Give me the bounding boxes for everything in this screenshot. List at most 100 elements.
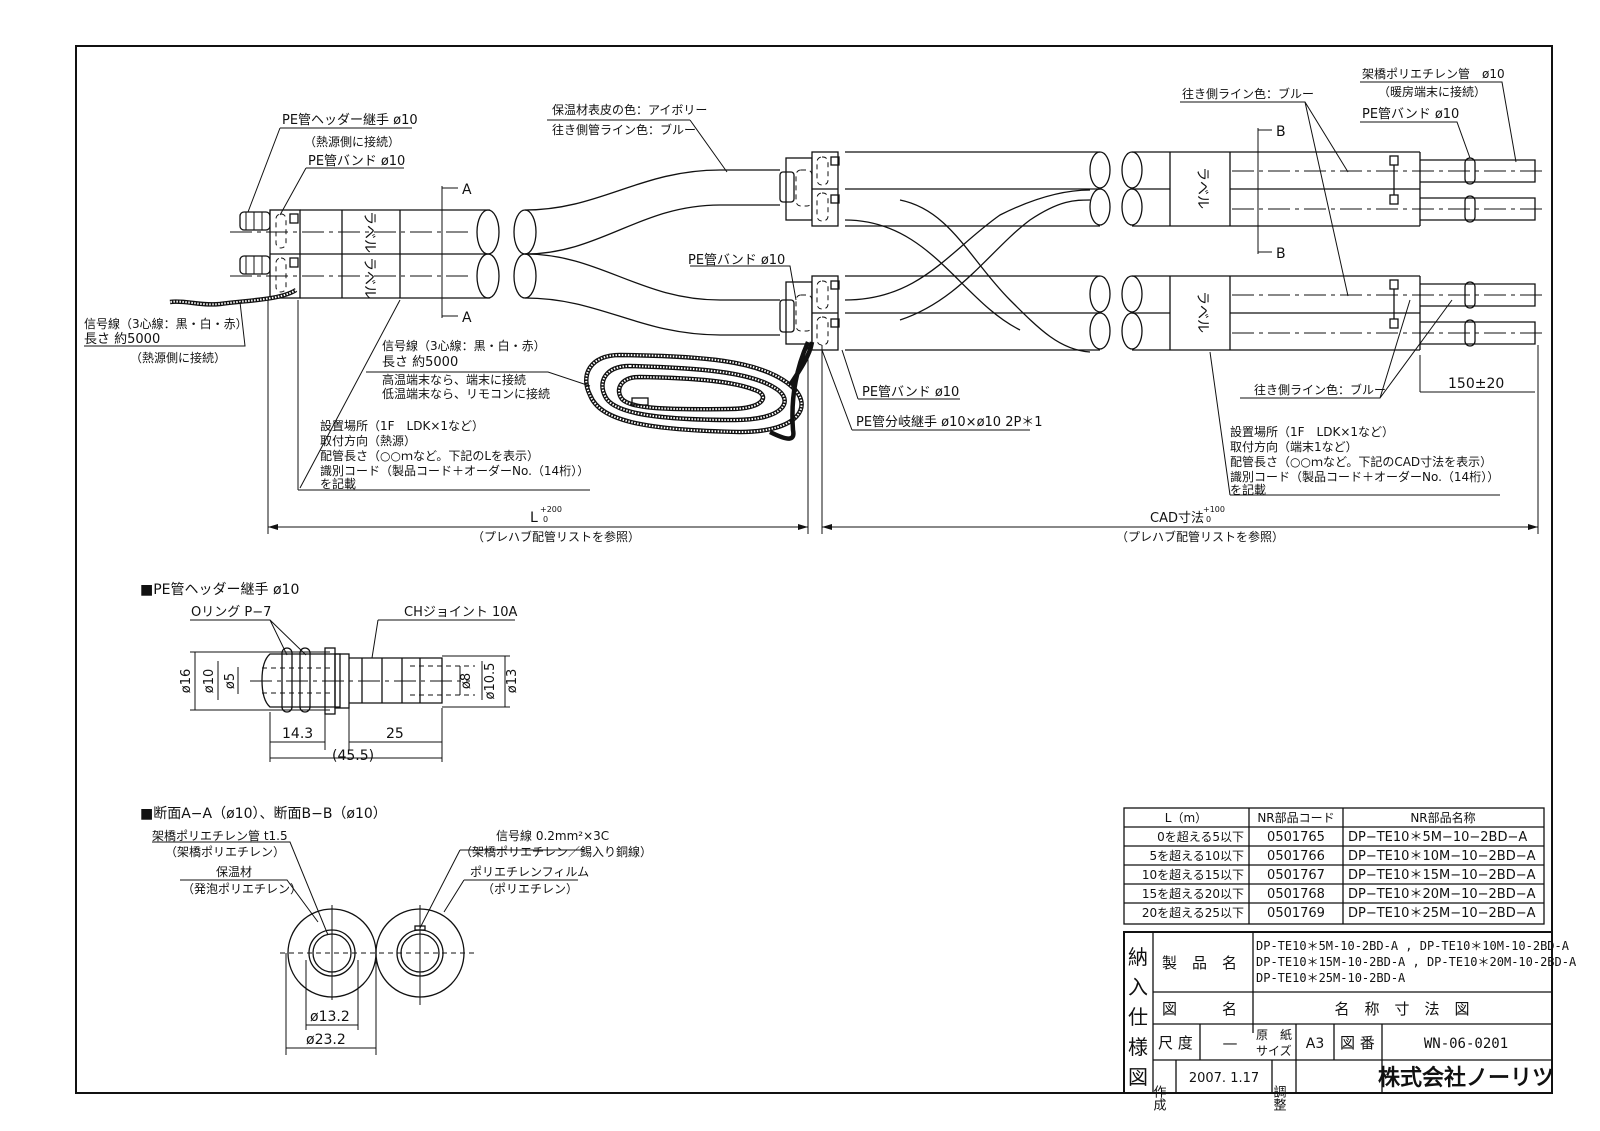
dim-d13: ø13: [505, 669, 520, 694]
svg-text:0501768: 0501768: [1267, 887, 1325, 902]
product-name-line1: DP-TE10＊5M-10-2BD-A , DP-TE10＊10M-10-2BD…: [1256, 939, 1570, 953]
middle-signal-wire-line2: 長さ 約5000: [382, 355, 458, 370]
dim-d16: ø16: [179, 669, 194, 694]
created-label: 作成: [1151, 1085, 1167, 1112]
middle-signal-note1: 高温端末なら、端末に接続: [382, 372, 526, 387]
company-name: 株式会社ノーリツ: [1378, 1065, 1554, 1091]
parts-table-header-row: L（m） NR部品コード NR部品名称: [1165, 810, 1476, 825]
dim-d10-5: ø10.5: [483, 663, 498, 700]
paper-size: A3: [1306, 1036, 1324, 1052]
table-row: 10を超える15以下 0501767 DP−TE10＊15M−10−2BD−A: [1142, 867, 1536, 883]
right-pe-pipe-note: （暖房端末に接続）: [1378, 84, 1486, 99]
dim-d23-2: ø23.2: [306, 1032, 346, 1048]
product-name-line3: DP-TE10＊25M-10-2BD-A: [1256, 971, 1406, 985]
svg-text:DP−TE10＊20M−10−2BD−A: DP−TE10＊20M−10−2BD−A: [1348, 887, 1536, 902]
branch-joint-label: PE管分岐継手 ø10×ø10 2P＊1: [856, 415, 1043, 430]
signal-wire-section-label1: 信号線 0.2mm²×3C: [496, 828, 609, 843]
table-row: 5を超える10以下 0501766 DP−TE10＊10M−10−2BD−A: [1149, 848, 1535, 864]
coiled-signal-wire: [584, 341, 815, 441]
right-label-text-top: ラベル: [1194, 167, 1210, 209]
dim-l-tol-lower: 0: [543, 515, 548, 524]
left-header-joint-note: （熱源側に接続）: [304, 134, 400, 149]
header-joint-top: [239, 211, 271, 231]
dim-cad-tol-upper: +100: [1203, 505, 1225, 514]
svg-text:DP−TE10＊25M−10−2BD−A: DP−TE10＊25M−10−2BD−A: [1348, 906, 1536, 921]
dim-cad-tol-lower: 0: [1206, 515, 1211, 524]
svg-text:0を超える5以下: 0を超える5以下: [1157, 829, 1244, 844]
svg-text:10を超える15以下: 10を超える15以下: [1142, 867, 1244, 882]
paper-size-label1: 原 紙: [1256, 1027, 1292, 1042]
section-detail-title: ■断面A−A（ø10）、断面B−B（ø10）: [140, 806, 387, 822]
left-signal-wire-line2: 長さ 約5000: [84, 332, 160, 347]
svg-text:取付方向（熱源）: 取付方向（熱源）: [320, 433, 416, 448]
dim-cad-note: （プレハブ配管リストを参照）: [1116, 529, 1284, 544]
dim-45-5: (45.5): [332, 748, 374, 764]
adjusted-label: 調整: [1271, 1085, 1287, 1111]
band-buckle-icon: [289, 257, 299, 268]
right-band-label: PE管バンド ø10: [1362, 107, 1459, 122]
svg-text:設置場所（1F LDK×1など）: 設置場所（1F LDK×1など）: [1230, 424, 1394, 439]
header-joint-detail-drawing: [190, 619, 515, 762]
drawing-name: 名 称 寸 法 図: [1334, 1000, 1469, 1018]
film-label2: （ポリエチレン）: [482, 882, 578, 896]
svg-text:0501769: 0501769: [1267, 906, 1325, 921]
side-title-char: 納: [1128, 945, 1148, 969]
middle-signal-wire-line1: 信号線（3心線：黒・白・赤）: [382, 338, 546, 353]
middle-band-label: PE管バンド ø10: [688, 253, 785, 268]
section-detail-drawing: [152, 841, 585, 1055]
svg-text:配管長さ（○○ｍなど。下記のLを表示）: 配管長さ（○○ｍなど。下記のLを表示）: [320, 448, 539, 463]
dim-14-3: 14.3: [282, 726, 313, 742]
dim-d8: ø8: [459, 673, 474, 689]
svg-text:DP−TE10＊10M−10−2BD−A: DP−TE10＊10M−10−2BD−A: [1348, 849, 1536, 864]
title-block: [1123, 931, 1553, 1094]
insulation-label1: 保温材: [216, 865, 252, 879]
svg-text:識別コード（製品コード＋オーダーNo.（14桁））: 識別コード（製品コード＋オーダーNo.（14桁））: [320, 463, 589, 478]
supply-line-color-label: 往き側管ライン色：ブルー: [552, 122, 696, 137]
right-end-assembly: ラベル ラベル B B: [1121, 81, 1545, 496]
ch-joint-label: CHジョイント 10A: [404, 605, 518, 620]
sheet-border: [75, 45, 1553, 1094]
side-title-char: 図: [1128, 1065, 1148, 1089]
scale-label: 尺 度: [1158, 1034, 1193, 1052]
o-ring-label: Oリング P−7: [191, 605, 271, 620]
section-a-bottom-mark: A: [462, 310, 472, 326]
tail-length-dim: 150±20: [1448, 376, 1504, 392]
table-row: 20を超える25以下 0501769 DP−TE10＊25M−10−2BD−A: [1142, 905, 1536, 921]
right-line-color-bottom: 往き側ライン色：ブルー: [1254, 382, 1386, 397]
svg-text:20を超える25以下: 20を超える25以下: [1142, 905, 1244, 920]
left-signal-wire-line1: 信号線（3心線：黒・白・赤）: [84, 316, 248, 331]
dim-l-note: （プレハブ配管リストを参照）: [472, 529, 640, 544]
right-label-info: 設置場所（1F LDK×1など） 取付方向（端末1など） 配管長さ（○○ｍなど。…: [1230, 424, 1499, 497]
parts-table: [1123, 807, 1545, 925]
svg-text:設置場所（1F LDK×1など）: 設置場所（1F LDK×1など）: [320, 418, 484, 433]
table-header-code: NR部品コード: [1257, 810, 1334, 825]
side-title-char: 様: [1128, 1035, 1148, 1059]
drawing-no-label: 図 番: [1340, 1034, 1375, 1052]
label-text-bottom: ラベル: [361, 257, 377, 299]
svg-text:識別コード（製品コード＋オーダーNo.（14桁））: 識別コード（製品コード＋オーダーNo.（14桁））: [1230, 469, 1499, 484]
right-label-text-bottom: ラベル: [1194, 291, 1210, 333]
header-joint-bottom: [239, 255, 271, 275]
created-date: 2007. 1.17: [1189, 1071, 1259, 1086]
right-pe-pipe-label: 架橋ポリエチレン管 ø10: [1362, 66, 1505, 81]
left-header-joint-label: PE管ヘッダー継手 ø10: [282, 113, 418, 128]
table-row: 0を超える5以下 0501765 DP−TE10＊5M−10−2BD−A: [1157, 829, 1527, 845]
svg-text:DP−TE10＊15M−10−2BD−A: DP−TE10＊15M−10−2BD−A: [1348, 868, 1536, 883]
dim-25: 25: [386, 726, 404, 742]
insulation-color-label: 保温材表皮の色：アイボリー: [552, 103, 707, 117]
label-text-top: ラベル: [361, 211, 377, 253]
svg-text:取付方向（端末1など）: 取付方向（端末1など）: [1230, 439, 1358, 454]
svg-text:15を超える20以下: 15を超える20以下: [1142, 886, 1244, 901]
svg-text:配管長さ（○○ｍなど。下記のCAD寸法を表示）: 配管長さ（○○ｍなど。下記のCAD寸法を表示）: [1230, 454, 1492, 469]
dim-l-label: L: [530, 510, 538, 526]
section-b-top-mark: B: [1276, 124, 1286, 140]
dim-d13-2: ø13.2: [310, 1009, 350, 1025]
svg-text:を記載: を記載: [1230, 482, 1266, 497]
left-label-info: 設置場所（1F LDK×1など） 取付方向（熱源） 配管長さ（○○ｍなど。下記の…: [297, 299, 590, 491]
insulation-label2: （発泡ポリエチレン）: [182, 882, 302, 896]
right-line-color-top: 往き側ライン色：ブルー: [1182, 86, 1314, 101]
dim-d5: ø5: [223, 673, 238, 689]
pe-pipe-section-label2: （架橋ポリエチレン）: [165, 845, 285, 859]
svg-text:0501765: 0501765: [1267, 830, 1325, 845]
middle-assembly: [366, 119, 1111, 441]
